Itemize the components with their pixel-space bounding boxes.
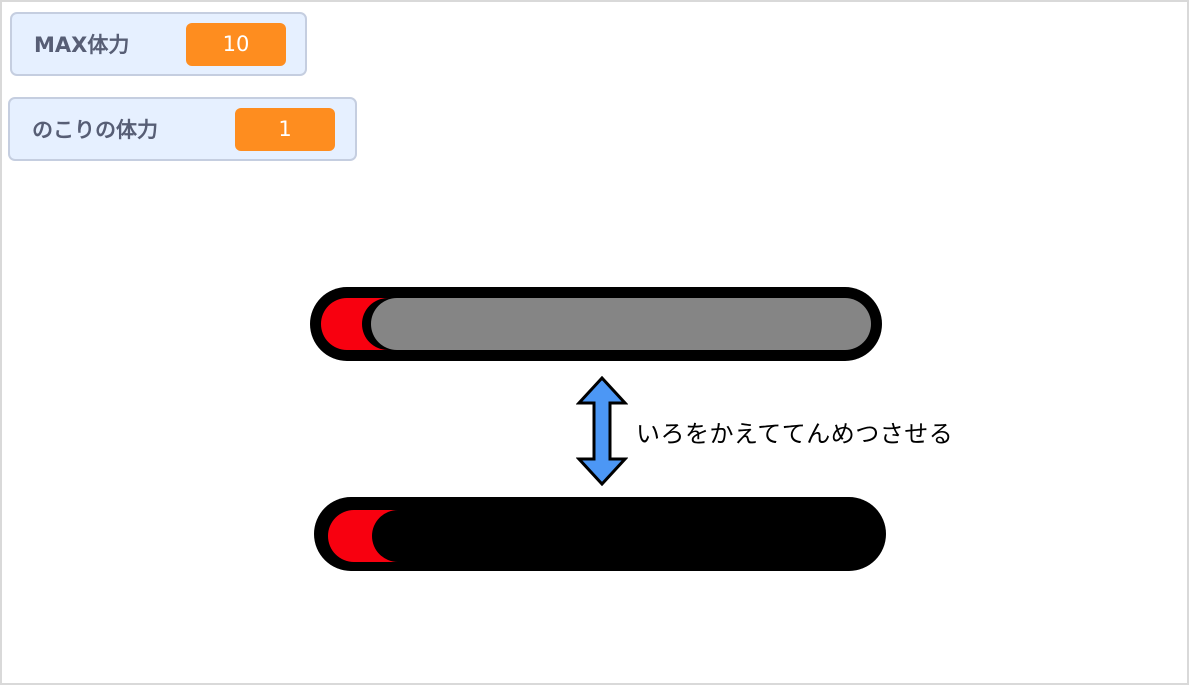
- double-arrow-vertical-icon: [576, 376, 628, 486]
- variable-monitor-remaining-hp[interactable]: のこりの体力 1: [8, 97, 357, 161]
- monitor-label: のこりの体力: [32, 118, 158, 142]
- health-bar-normal: [310, 287, 882, 361]
- variable-monitor-max-hp[interactable]: MAX体力 10: [10, 12, 307, 76]
- caption-text: いろをかえててんめつさせる: [636, 420, 954, 448]
- health-bar-blink: [314, 497, 886, 571]
- monitor-value: 10: [186, 22, 286, 66]
- monitor-label: MAX体力: [34, 33, 130, 57]
- monitor-value: 1: [235, 107, 335, 151]
